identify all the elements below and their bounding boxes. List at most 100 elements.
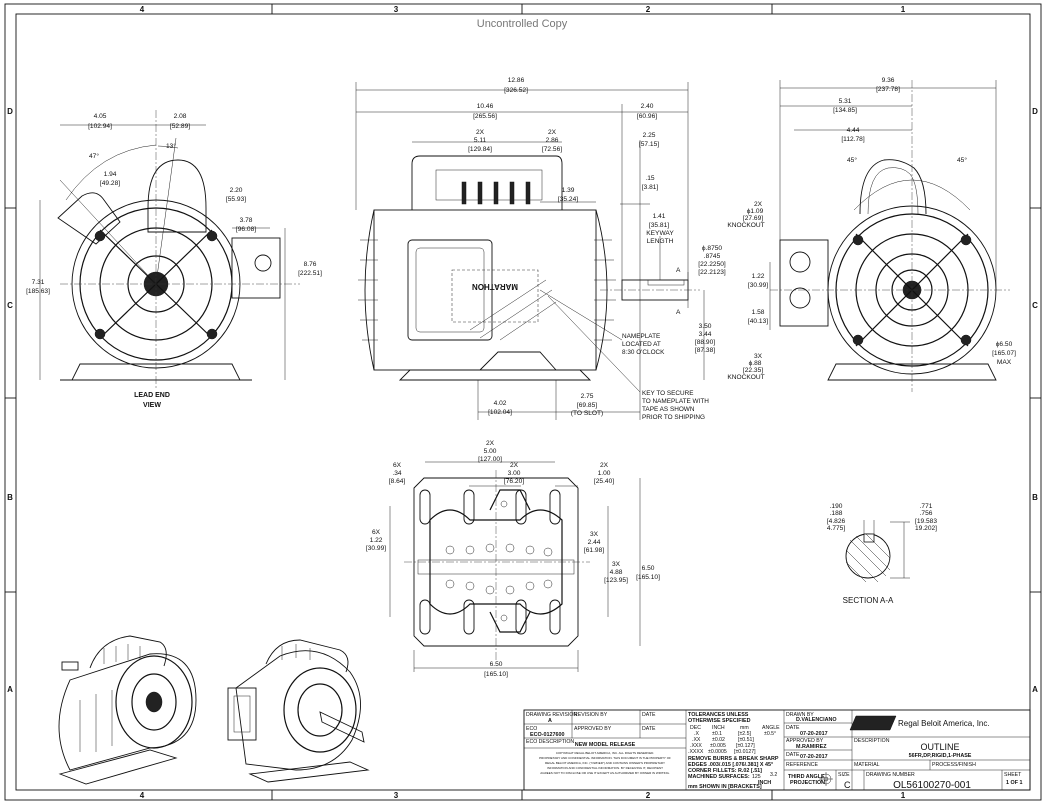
base-dim-5-00-mm: [127.00] [478,456,502,463]
knockout-1-dia-mm: [27.69] [743,215,763,222]
tb-hdr-drawn-by: DRAWN BY [786,712,814,718]
tb-hdr-eco-description: ECO DESCRIPTION [526,739,574,745]
base-dim-0-34: .34 [392,470,401,477]
dim-0-15-mm: [3.81] [642,184,659,191]
zone-row-c-right: C [1032,301,1038,310]
isometric-view-lead-end [58,635,197,785]
tb-size: C [844,780,851,790]
zone-col-4-bottom: 4 [140,791,145,800]
tb-drawing-revision: A [548,718,552,724]
dim-1-39: 1.39 [562,187,575,194]
zone-row-a-right: A [1032,685,1038,694]
dim-0-15: .15 [645,175,654,182]
tb-sheet: 1 OF 1 [1006,780,1022,786]
keyway [647,279,685,286]
angle-47: 47° [89,152,99,160]
tb-tol-col-mm: mm [740,725,749,731]
company-logo [849,715,897,731]
dim-3-44-mm: [87.38] [695,347,715,354]
base-dim-6-50-h-mm: [165.10] [484,671,508,678]
dim-3-78: 3.78 [240,217,253,224]
tb-tol-r1-angle: ±0.5° [764,731,776,737]
dim-2-08-mm: [52.89] [170,123,190,130]
base-dim-3-00: 3.00 [508,470,521,477]
tb-tol-r4-dec: .XXXX [688,749,704,755]
dim-dia-6-50: ϕ6.50 [996,341,1013,348]
tb-fillets: CORNER FILLETS: R.02 [.51] [688,768,762,774]
angle-13: 13° [166,142,176,150]
nameplate-tape [469,279,557,341]
tb-confidential-2: PROPRIETARY AND CONFIDENTIAL INFORMATION… [539,756,671,760]
base-dim-6-50-v-mm: [165.10] [636,574,660,581]
keyway-length-label: LENGTH [647,238,674,245]
dim-5-31-mm: [134.85] [833,107,857,114]
base-dim-1-22-qty: 6X [372,529,381,536]
zone-col-3: 3 [394,5,399,14]
base-dim-3-00-mm: [76.20] [504,478,524,485]
dim-2-86: 2.86 [546,137,559,144]
dim-10-46: 10.46 [477,103,494,110]
base-dim-3-00-qty: 2X [510,462,519,469]
dim-4-44-mm: [112.78] [841,136,865,143]
frame-ribs [358,239,616,341]
dim-2-40-mm: [60.96] [637,113,657,120]
base-dim-1-22-mm: [30.99] [366,545,386,552]
base-dim-4-88: 4.88 [610,569,623,576]
dim-3-50-mm: [88.90] [695,339,715,346]
tb-tol-r3-dec: .XXX [690,743,702,749]
tb-drawing-number: OL56100270-001 [893,780,971,791]
tb-tol-r1-mm: [±2.5] [738,731,751,737]
zone-col-4: 4 [140,5,145,14]
tb-tol-r3-inch: ±0.005 [710,743,726,749]
base-dim-0-34-mm: [8.64] [389,478,406,485]
tb-hdr-description: DESCRIPTION [854,738,890,744]
base-dim-1-00-mm: [25.40] [594,478,614,485]
section-dim-0-190: .190 [830,503,843,510]
dim-1-41-mm: [35.81] [649,222,669,229]
tb-hdr-process: PROCESS/FINISH [932,762,976,768]
base-dim-2-44: 2.44 [588,539,601,546]
note-key-2: TO NAMEPLATE WITH [642,398,709,405]
note-nameplate-1: NAMEPLATE [622,333,660,340]
tb-hdr-approved-by-1: APPROVED BY [574,726,612,732]
base-dim-5-00-qty: 2X [486,440,495,447]
knockout-2-label: KNOCKOUT [727,374,764,381]
angle-45-left: 45° [847,156,857,164]
tb-drawn-by: D.VALENCIANO [796,717,837,723]
side-view: MARATHON A A 12.86 [326.5 [355,77,726,421]
dim-2-25: 2.25 [643,132,656,139]
side-base-pad [479,351,557,371]
zone-row-a: A [7,685,13,694]
tb-hdr-reference: REFERENCE [786,762,819,768]
tb-confidential-5: AGREES NOT TO DISCLOSE OR USE IT EXCEPT … [540,771,670,775]
lead-end-title-1: LEAD END [134,392,170,399]
dim-5-11-qty: 2X [476,129,485,136]
dim-4-02-mm: [102.04] [488,409,512,416]
tb-tol-header-2: OTHERWISE SPECIFIED [688,718,751,724]
dim-4-44: 4.44 [847,127,860,134]
tb-hdr-material: MATERIAL [854,762,880,768]
zone-labels: 4 3 2 1 4 3 2 1 D C B A D C B A [7,5,1038,800]
dim-shaft-dia-max: ϕ.8750 [702,245,723,252]
tb-hdr-date-3: DATE [786,725,800,731]
zone-col-1-bottom: 1 [901,791,906,800]
dim-3-50: 3.50 [699,323,712,330]
base-dim-6-50-v: 6.50 [642,565,655,572]
knockout-2-qty: 3X [754,353,763,360]
tb-eco: ECO-0127600 [530,732,564,738]
capacitor-top [147,159,207,233]
tb-third-angle-1: THIRD ANGLE [788,774,825,780]
tb-hdr-date-1: DATE [642,712,656,718]
tb-tol-r4-mm: [±0.0127] [734,749,756,755]
dim-4-05-mm: [102.94] [88,123,112,130]
tb-tol-r2-mm: [±0.51] [738,737,754,743]
tb-third-angle-2: PROJECTION [790,780,825,786]
knockout-1-label: KNOCKOUT [727,222,764,229]
zone-row-b: B [7,493,13,502]
tb-tol-col-angle: ANGLE [762,725,780,731]
base-dim-2-44-qty: 3X [590,531,599,538]
tb-edges: EDGES .003/.015 [.076/.381] X 45° [688,762,773,768]
capacitor-housing [411,155,563,210]
base-dim-5-00: 5.00 [484,448,497,455]
section-dim-0-756: .756 [920,510,933,517]
